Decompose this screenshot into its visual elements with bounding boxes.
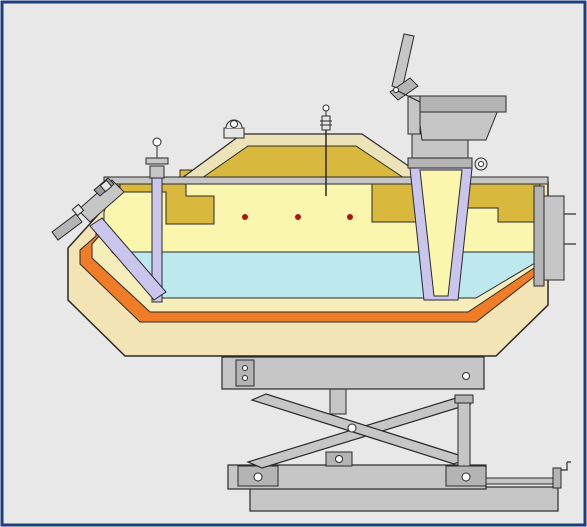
push-rod-end <box>552 467 562 489</box>
burner-head <box>51 213 83 241</box>
thermocouple-dot-2 <box>295 214 301 220</box>
hopper-right-lug-hole <box>478 161 484 167</box>
molten-bath <box>110 251 541 299</box>
left-roof-step-block <box>119 183 215 225</box>
thermocouple-dot-3 <box>347 214 353 220</box>
lift-top-right-pivot <box>462 372 470 380</box>
lid-left-lifting-eye-base <box>223 127 245 139</box>
lift-left-cylinder <box>329 387 347 415</box>
hopper-neck-band <box>407 157 473 169</box>
push-rod <box>485 477 555 485</box>
side-door-flange <box>533 185 545 287</box>
hopper-funnel <box>417 109 499 141</box>
lift-top-left-pivot-2 <box>242 375 248 381</box>
lid-left-lifting-eye-hole <box>230 120 238 128</box>
lift-base-rail <box>249 486 559 512</box>
lift-right-post-cap <box>454 394 474 404</box>
scissor-lift <box>221 356 571 512</box>
lift-top-frame <box>221 356 485 390</box>
lid-hinge-actuator-icon <box>389 33 421 103</box>
thermocouple-dot-1 <box>242 214 248 220</box>
lift-right-post <box>457 397 471 467</box>
gauge-rod-icon <box>145 137 169 303</box>
charging-hopper <box>407 95 507 301</box>
hopper-left-column <box>407 95 421 135</box>
hopper-cone-inner <box>419 169 463 297</box>
lift-top-left-block <box>235 359 255 387</box>
burner-tube <box>89 217 167 301</box>
lift-bottom-bracket-pin <box>335 455 343 463</box>
burner-nut-2 <box>99 179 113 193</box>
angled-burner-assembly-icon <box>51 177 167 301</box>
right-side-door <box>533 185 576 287</box>
temperature-probe-icon <box>320 104 332 196</box>
burner-nut-1 <box>71 203 85 217</box>
lift-top-left-pivot <box>242 365 248 371</box>
lift-lower-right-pivot <box>461 472 471 482</box>
push-rod-hook-icon <box>561 461 571 471</box>
hopper-funnel-rim <box>411 95 507 113</box>
scissor-center-pivot <box>347 423 357 433</box>
lift-lower-left-pivot <box>253 472 263 482</box>
